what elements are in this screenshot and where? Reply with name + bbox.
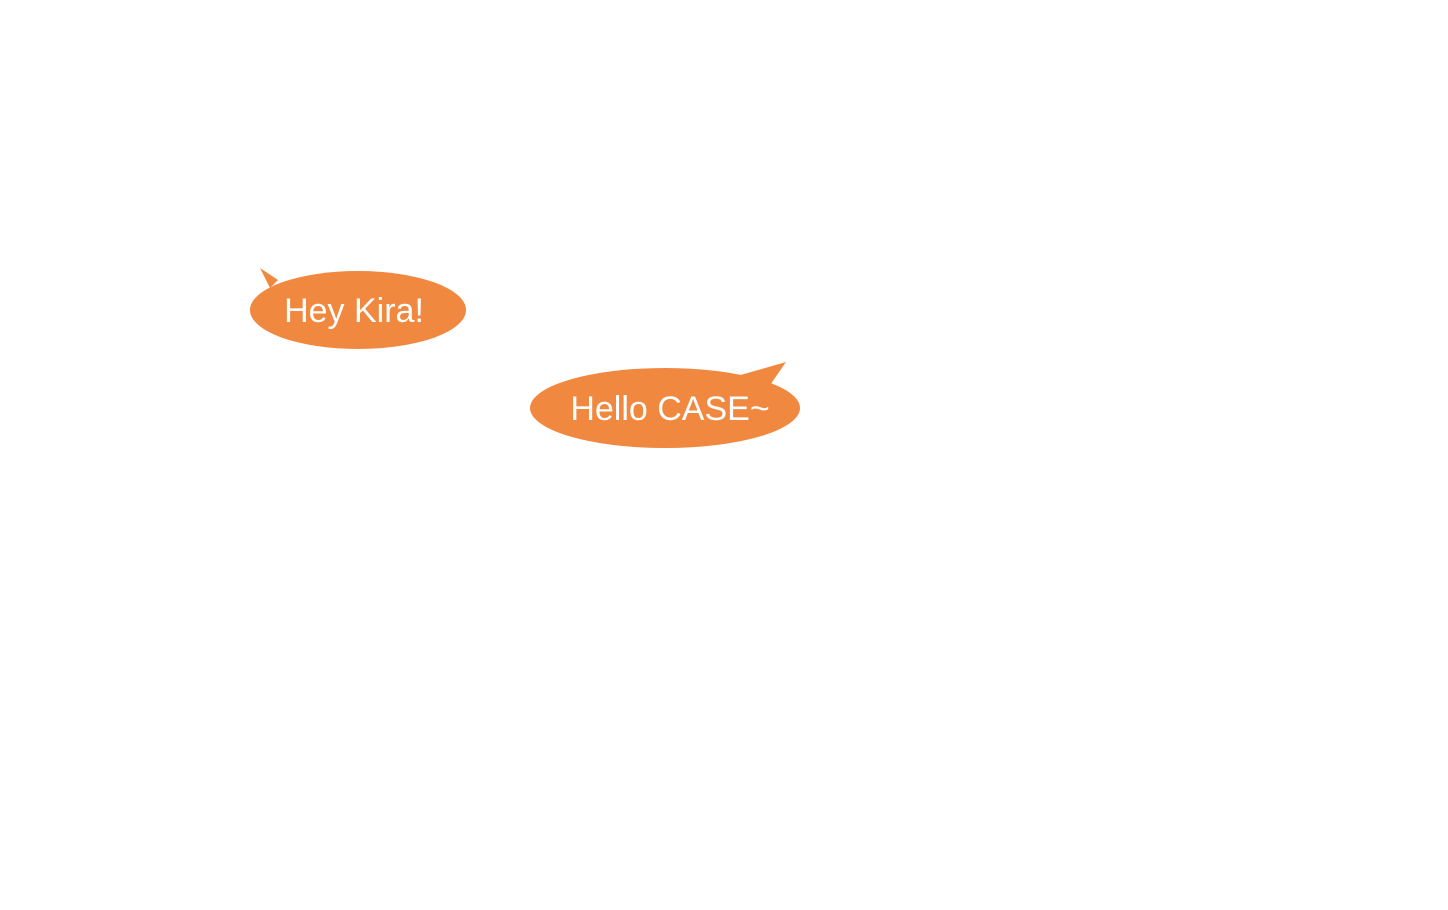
speech-bubble-1-body <box>250 271 466 349</box>
speech-bubble-1: Hey Kira! <box>250 268 466 349</box>
speech-bubble-2-text: Hello CASE~ <box>570 390 769 428</box>
speech-bubble-1-text: Hey Kira! <box>284 292 424 330</box>
speech-bubble-1-tail <box>260 268 278 288</box>
speech-bubble-2: Hello CASE~ <box>530 362 800 448</box>
speech-bubble-2-body <box>530 368 800 448</box>
